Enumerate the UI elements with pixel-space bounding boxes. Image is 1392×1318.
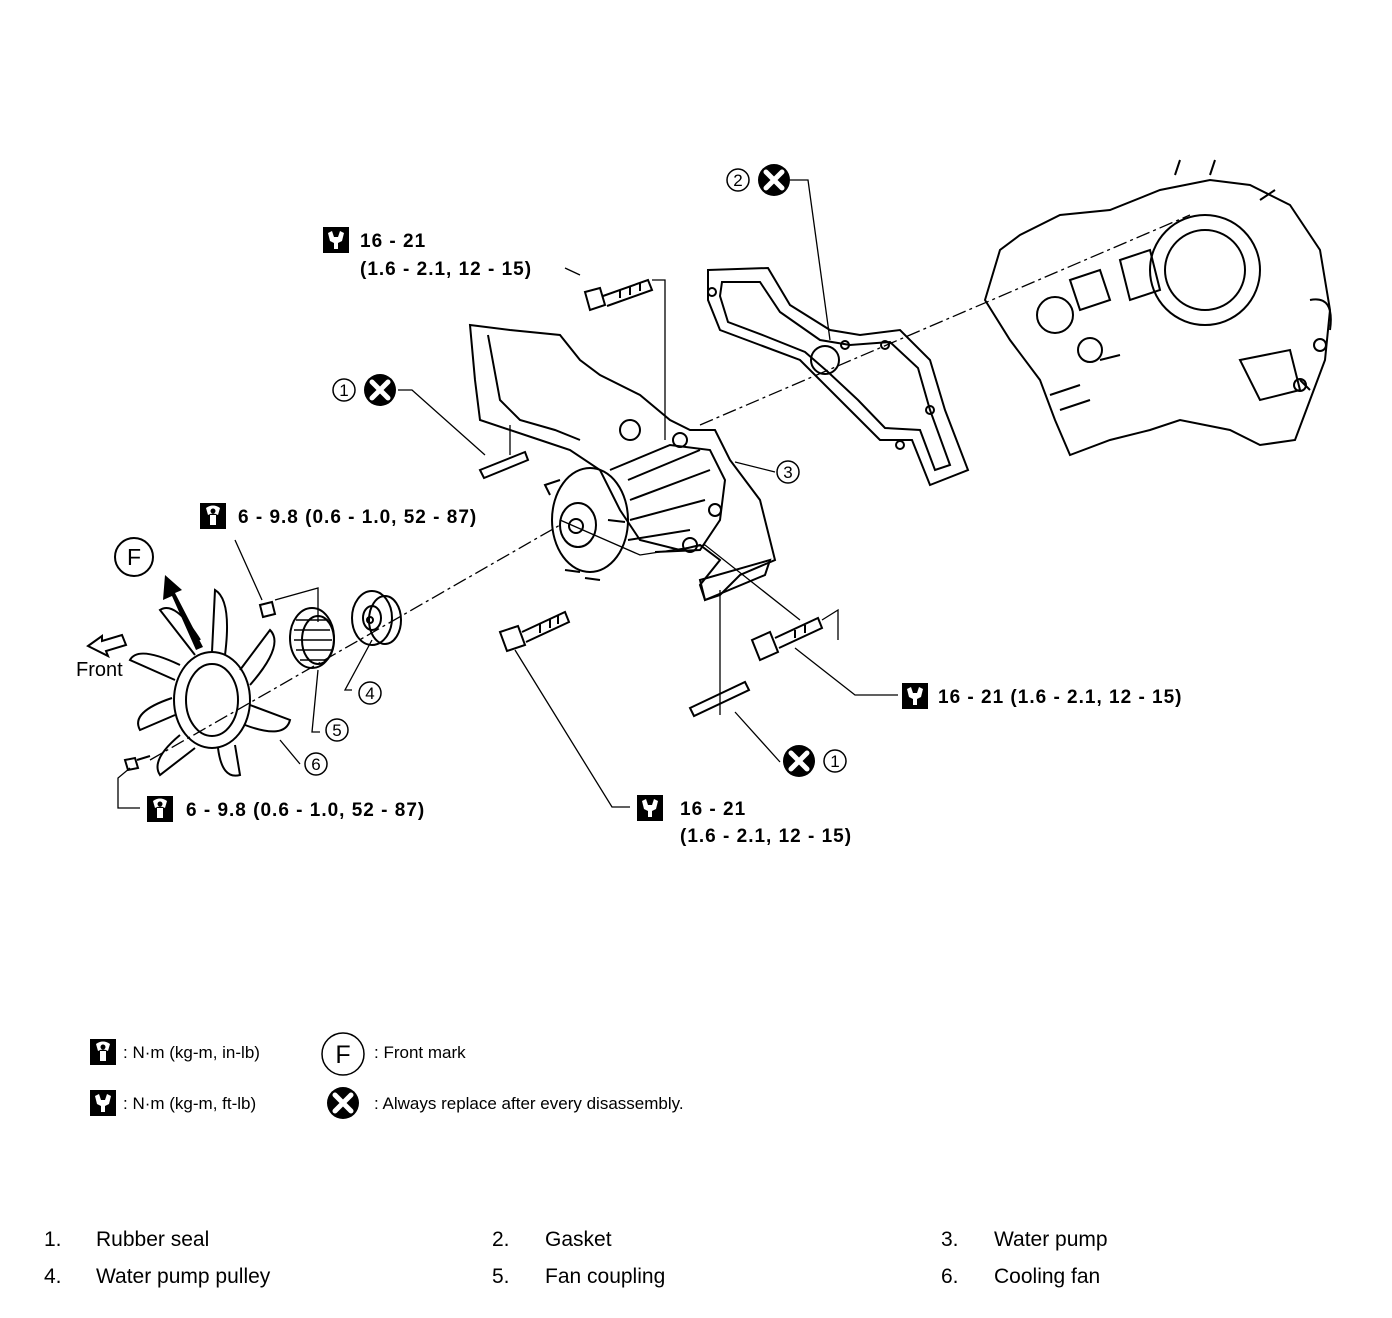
callout-1-upper: 1 <box>332 378 356 402</box>
fan-bolt <box>123 755 151 772</box>
part-name: Gasket <box>545 1228 612 1251</box>
front-label: Front <box>76 659 123 681</box>
torque-lower-bolt: 16 - 21 (1.6 - 2.1, 12 - 15) <box>637 795 852 847</box>
svg-text:(1.6 - 2.1, 12 - 15): (1.6 - 2.1, 12 - 15) <box>680 826 852 847</box>
svg-text:4: 4 <box>365 684 374 703</box>
svg-text:2: 2 <box>733 171 742 190</box>
part-number: 2. <box>492 1228 510 1251</box>
torque-top-bolt: 16 - 21 (1.6 - 2.1, 12 - 15) <box>323 227 532 280</box>
svg-text:: Always replace after every d: : Always replace after every disassembly… <box>374 1094 684 1113</box>
torque-wrench-icon <box>147 796 173 822</box>
svg-text:F: F <box>335 1041 350 1069</box>
svg-text:1: 1 <box>830 752 839 771</box>
svg-text:16 - 21: 16 - 21 <box>360 231 426 252</box>
callout-6: 6 <box>304 752 328 776</box>
water-pump-exploded-diagram: F Front 2 1 3 4 5 6 1 16 - 21 (1.6 - 2.1… <box>76 159 1332 1200</box>
water-pump <box>468 323 777 602</box>
callout-1-lower: 1 <box>823 749 847 773</box>
bolt-lower-right <box>750 616 824 662</box>
center-axis-line <box>149 214 1191 761</box>
replace-x-icon <box>364 374 396 406</box>
part-number: 6. <box>941 1265 959 1288</box>
part-name: Water pump pulley <box>96 1265 271 1288</box>
front-arrow-icon <box>86 633 128 659</box>
bolt-top <box>583 278 654 312</box>
svg-text:5: 5 <box>332 721 341 740</box>
part-name: Fan coupling <box>545 1265 666 1288</box>
front-mark-icon: F <box>114 537 154 577</box>
part-number: 1. <box>44 1228 62 1251</box>
svg-text:: N·m (kg-m, ft-lb): : N·m (kg-m, ft-lb) <box>123 1094 256 1113</box>
callout-5: 5 <box>325 718 349 742</box>
part-number: 3. <box>941 1228 959 1251</box>
svg-text:16 - 21 (1.6 - 2.1, 12 - 15): 16 - 21 (1.6 - 2.1, 12 - 15) <box>938 687 1183 708</box>
svg-text:: N·m (kg-m, in-lb): : N·m (kg-m, in-lb) <box>123 1043 260 1062</box>
svg-text:(1.6 - 2.1, 12 - 15): (1.6 - 2.1, 12 - 15) <box>360 259 532 280</box>
torque-fan-bolt: 6 - 9.8 (0.6 - 1.0, 52 - 87) <box>147 796 425 822</box>
torque-wrench-icon <box>637 795 663 821</box>
replace-x-icon <box>783 745 815 777</box>
torque-wrench-icon <box>902 683 928 709</box>
torque-right-bolt: 16 - 21 (1.6 - 2.1, 12 - 15) <box>902 683 1183 709</box>
torque-wrench-icon <box>200 503 226 529</box>
callout-3: 3 <box>776 460 800 484</box>
svg-text:F: F <box>127 544 141 570</box>
svg-text:: Front mark: : Front mark <box>374 1043 466 1062</box>
torque-nut: 6 - 9.8 (0.6 - 1.0, 52 - 87) <box>200 503 477 529</box>
front-mark-icon: F <box>321 1032 365 1076</box>
legend: : N·m (kg-m, in-lb) : N·m (kg-m, ft-lb) … <box>90 1032 684 1119</box>
torque-wrench-icon <box>323 227 349 253</box>
nut <box>258 600 277 619</box>
part-name: Cooling fan <box>994 1265 1101 1288</box>
water-pump-pulley <box>351 590 402 646</box>
svg-text:3: 3 <box>783 463 792 482</box>
part-number: 4. <box>44 1265 62 1288</box>
front-mark-arrow-icon <box>163 575 203 650</box>
callout-2: 2 <box>726 168 750 192</box>
rubber-seal-upper <box>478 450 530 480</box>
torque-wrench-icon <box>90 1039 116 1065</box>
svg-text:6: 6 <box>311 755 320 774</box>
cooling-fan <box>128 588 292 777</box>
replace-x-icon <box>327 1087 359 1119</box>
svg-text:6 - 9.8 (0.6 - 1.0, 52 - 87): 6 - 9.8 (0.6 - 1.0, 52 - 87) <box>238 507 477 528</box>
leader-lines <box>117 179 898 809</box>
part-name: Rubber seal <box>96 1228 210 1251</box>
part-name: Water pump <box>994 1228 1108 1251</box>
rubber-seal-lower <box>688 680 751 718</box>
svg-text:1: 1 <box>339 381 348 400</box>
replace-x-icon <box>758 164 790 196</box>
svg-text:6 - 9.8 (0.6 - 1.0, 52 - 87): 6 - 9.8 (0.6 - 1.0, 52 - 87) <box>186 800 425 821</box>
svg-text:16 - 21: 16 - 21 <box>680 799 746 820</box>
part-number: 5. <box>492 1265 510 1288</box>
torque-wrench-icon <box>90 1090 116 1116</box>
callout-4: 4 <box>358 681 382 705</box>
gasket <box>707 266 970 487</box>
engine-block <box>983 159 1332 457</box>
bolt-lower-left <box>498 610 571 653</box>
